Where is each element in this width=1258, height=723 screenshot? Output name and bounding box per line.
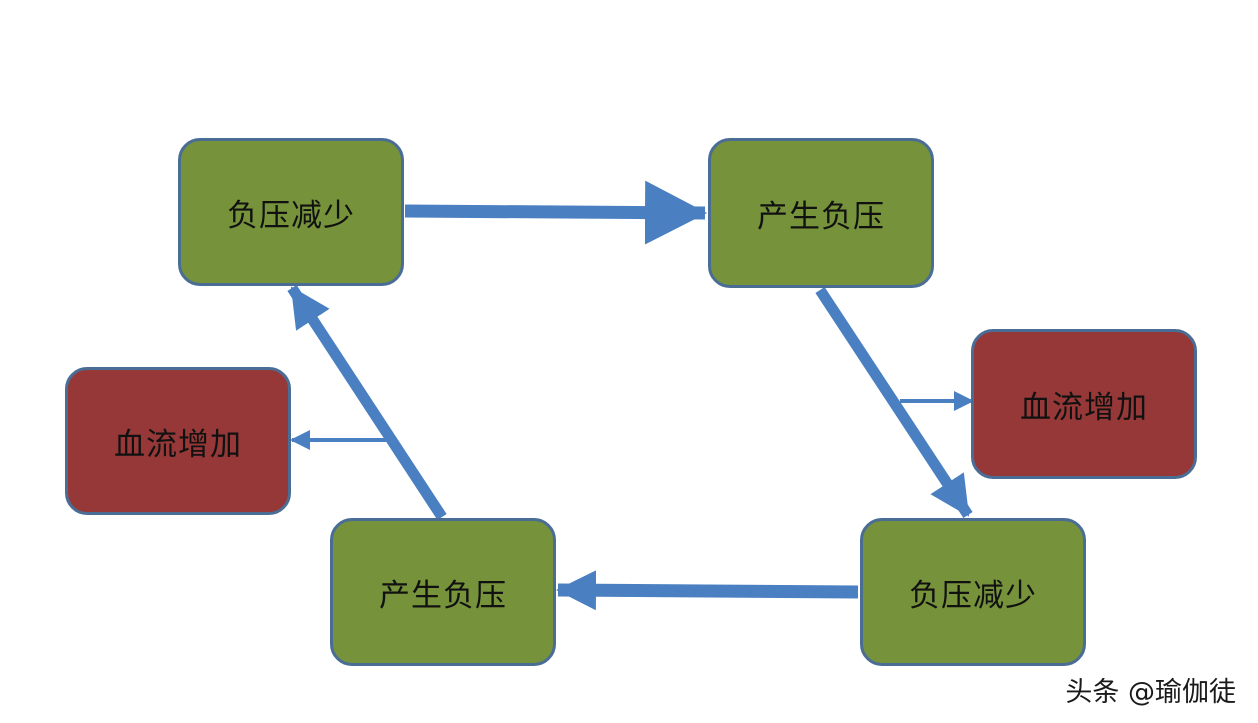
arrow-right-diagonal — [815, 286, 973, 519]
node-generate-pressure-top: 产生负压 — [708, 138, 934, 288]
arrow-top — [404, 180, 707, 245]
node-pressure-decrease-top: 负压减少 — [178, 138, 404, 286]
arrow-left-diagonal — [287, 284, 447, 521]
node-generate-pressure-bottom: 产生负压 — [330, 518, 556, 666]
watermark: 头条 @瑜伽徒 — [1065, 677, 1236, 708]
node-blood-flow-increase-right: 血流增加 — [971, 329, 1197, 479]
node-blood-flow-increase-left: 血流增加 — [65, 367, 291, 515]
node-pressure-decrease-bottom: 负压减少 — [860, 518, 1086, 666]
arrow-bottom — [556, 570, 859, 611]
